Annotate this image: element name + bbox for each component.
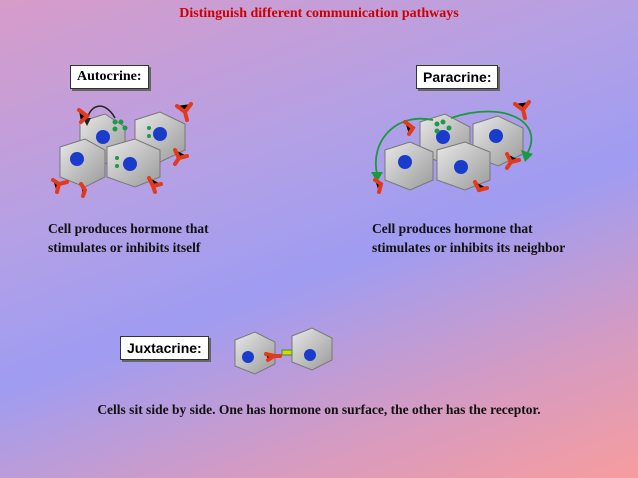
hormone-dots <box>112 119 128 132</box>
cell-icon <box>59 138 106 188</box>
autocrine-desc-line2: stimulates or inhibits itself <box>48 240 201 255</box>
autocrine-diagram <box>51 102 193 198</box>
cell-icon <box>384 141 434 191</box>
paracrine-label: Paracrine: <box>416 65 499 89</box>
paracrine-arrow-left <box>374 117 434 175</box>
hormone-surface-icon <box>281 349 293 356</box>
autocrine-desc-line1: Cell produces hormone that <box>48 221 209 236</box>
cell-icon <box>234 331 276 375</box>
cell-icon <box>106 138 161 188</box>
juxtacrine-desc: Cells sit side by side. One has hormone … <box>97 402 541 417</box>
receptor-icon <box>264 352 282 362</box>
cell-icon <box>291 327 333 371</box>
juxtacrine-label: Juxtacrine: <box>120 336 209 360</box>
paracrine-desc-line1: Cell produces hormone that <box>372 221 533 236</box>
receptor-icon <box>51 102 193 198</box>
juxtacrine-diagram <box>234 327 333 375</box>
paracrine-desc-line2: stimulates or inhibits its neighbor <box>372 240 566 255</box>
cell-icon <box>436 141 491 191</box>
receptor-icon <box>373 100 531 194</box>
page-title: Distinguish different communication path… <box>179 6 459 21</box>
paracrine-diagram <box>371 100 533 194</box>
autocrine-label: Autocrine: <box>70 65 149 89</box>
hormone-dots <box>434 119 452 134</box>
paracrine-arrow-right <box>450 110 533 155</box>
